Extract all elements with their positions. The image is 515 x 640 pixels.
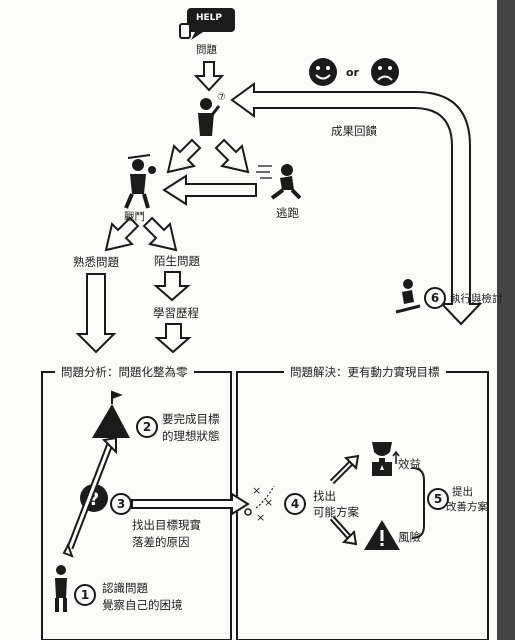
familiar-down-arrow [75,273,117,354]
step4-number: 4 [284,493,306,515]
feedback-loop-arrow [230,82,483,326]
problem-label: 問題 [196,44,217,56]
flee-to-fight-arrow [162,174,257,206]
svg-text:×: × [256,511,265,524]
cause-to-options-arrow [131,492,250,516]
mountain-flag-icon [92,390,130,438]
step6-number: 6 [424,287,446,309]
step2-line2: 的理想狀態 [162,429,220,443]
svg-text:×: × [252,484,261,497]
step1-number: 1 [74,584,96,606]
or-label: or [346,66,359,79]
svg-text:×: × [264,496,273,509]
trophy-icon [372,442,400,476]
step3-number: 3 [110,493,132,515]
warning-icon [364,520,400,550]
benefit-label: 效益 [398,457,421,471]
step5-line1: 提出 [452,486,473,498]
step5-line2: 改善方案 [446,501,488,513]
to-fight-arrow [166,138,202,174]
sad-face-icon [371,58,399,86]
to-benefit-arrow [329,454,360,485]
learning-process-label: 學習歷程 [153,306,199,320]
runner-icon [256,164,302,200]
unfamiliar-problem-label: 陌生問題 [154,254,200,268]
step4-line1: 找出 [313,489,336,503]
evaluation-bracket [411,467,425,539]
unfamiliar-down-arrow [153,271,191,302]
learning-down-arrow [154,323,192,354]
happy-face-icon [309,58,337,86]
to-unfamiliar-arrow [142,216,178,252]
step3-line1: 找出目標現實 [132,518,201,532]
step2-line1: 要完成目標 [162,412,220,426]
analysis-box-title: 問題分析：問題化整為零 [55,364,194,380]
thinking-person-icon [198,98,221,136]
problem-down-arrow [193,61,225,92]
standing-person-icon [55,565,67,612]
to-risk-arrow [329,515,358,546]
step1-line2: 覺察自己的困境 [102,598,183,612]
to-familiar-arrow [104,216,140,252]
flee-label: 逃跑 [276,206,299,220]
strategy-play-icon: × × × [244,484,275,524]
step4-line2: 可能方案 [313,505,359,519]
help-bubble-icon [179,8,235,40]
to-flee-arrow [214,138,250,174]
fighter-icon [124,154,156,209]
help-label: HELP [196,13,223,23]
analysis-diagonal-arrow [62,436,117,558]
fight-label: 戰鬥 [124,211,145,223]
page-edge [497,0,515,640]
familiar-problem-label: 熟悉問題 [73,255,119,269]
step7-number: ⑦ [217,92,226,103]
step5-number: 5 [427,488,449,510]
result-feedback-label: 成果回饋 [331,124,377,138]
svg-text:?: ? [89,489,99,510]
step3-line2: 落差的原因 [132,535,190,549]
step6-label: 執行與檢討 [450,293,503,305]
step1-line1: 認識問題 [102,581,148,595]
risk-label: 風險 [398,530,421,544]
diagram-canvas: ? × × × [41,8,489,640]
solution-box-title: 問題解決：更有動力實現目標 [284,364,446,380]
skateboarder-icon [395,279,421,314]
step2-number: 2 [136,416,158,438]
